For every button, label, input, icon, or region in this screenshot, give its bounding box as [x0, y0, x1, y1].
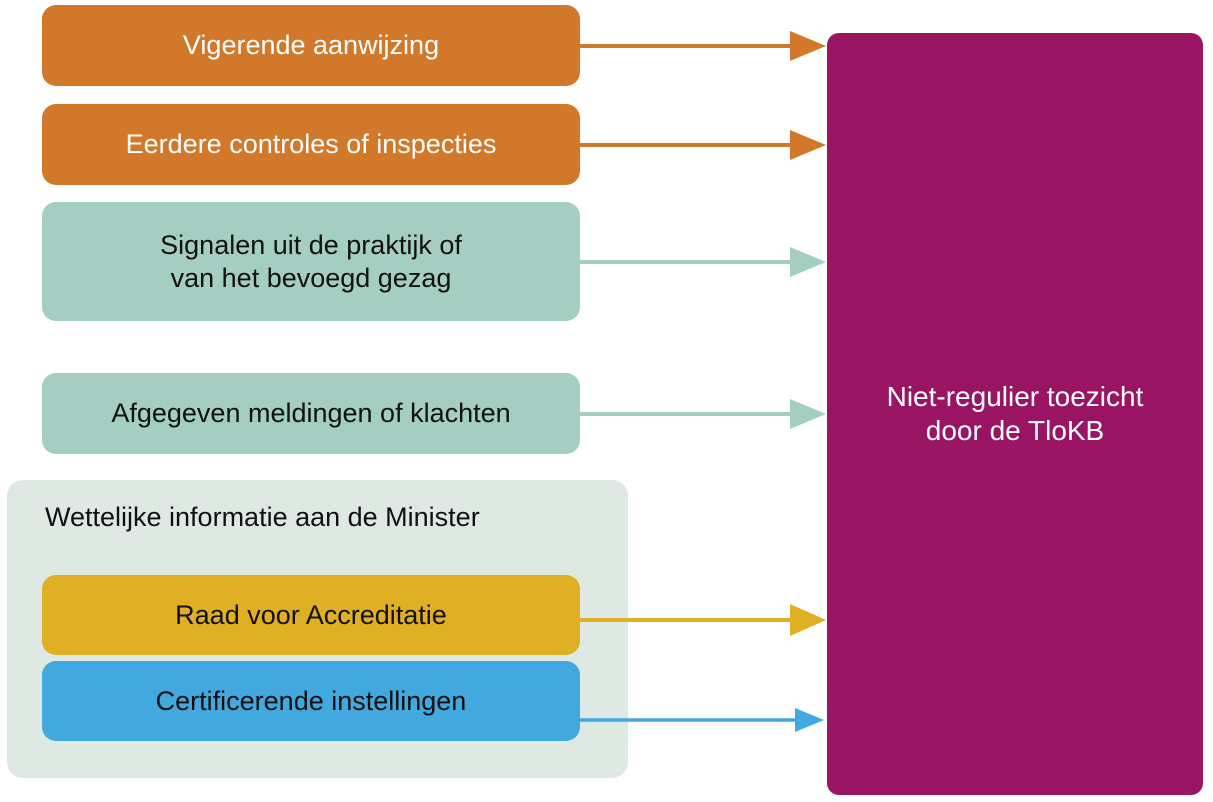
node-niet-regulier-toezicht[interactable]: Niet-regulier toezicht door de TloKB [827, 33, 1203, 795]
arrow-right-icon-eerdere [580, 130, 826, 160]
arrow-right-icon-vigerende [580, 31, 826, 61]
node-eerdere-controles-label: Eerdere controles of inspecties [125, 129, 497, 160]
node-signalen-praktijk-label: Signalen uit de praktijk of van het bevo… [52, 229, 570, 295]
node-vigerende-aanwijzing-label: Vigerende aanwijzing [182, 30, 440, 61]
node-signalen-praktijk[interactable]: Signalen uit de praktijk of van het bevo… [42, 202, 580, 321]
node-niet-regulier-toezicht-line2: door de TloKB [925, 415, 1105, 446]
node-vigerende-aanwijzing[interactable]: Vigerende aanwijzing [42, 5, 580, 86]
arrow-right-icon-certificerende [573, 708, 824, 732]
node-signalen-praktijk-line1: Signalen uit de praktijk of [160, 229, 462, 260]
node-raad-voor-accreditatie-label: Raad voor Accreditatie [175, 599, 447, 630]
node-raad-voor-accreditatie[interactable]: Raad voor Accreditatie [42, 575, 580, 655]
node-certificerende-instellingen[interactable]: Certificerende instellingen [42, 661, 580, 741]
node-niet-regulier-toezicht-label: Niet-regulier toezicht door de TloKB [837, 380, 1193, 448]
group-wettelijke-informatie-title: Wettelijke informatie aan de Minister [45, 502, 480, 532]
group-wettelijke-informatie: Wettelijke informatie aan de Minister Ra… [7, 480, 628, 778]
arrow-right-icon-afgegeven [580, 399, 826, 429]
node-eerdere-controles[interactable]: Eerdere controles of inspecties [42, 104, 580, 185]
node-certificerende-instellingen-label: Certificerende instellingen [155, 685, 467, 716]
node-niet-regulier-toezicht-line1: Niet-regulier toezicht [886, 380, 1144, 412]
arrow-right-icon-raad [573, 604, 826, 636]
node-signalen-praktijk-line2: van het bevoegd gezag [170, 262, 452, 293]
arrow-right-icon-signalen [580, 247, 826, 277]
node-afgegeven-meldingen-label: Afgegeven meldingen of klachten [111, 398, 511, 429]
node-afgegeven-meldingen[interactable]: Afgegeven meldingen of klachten [42, 373, 580, 454]
